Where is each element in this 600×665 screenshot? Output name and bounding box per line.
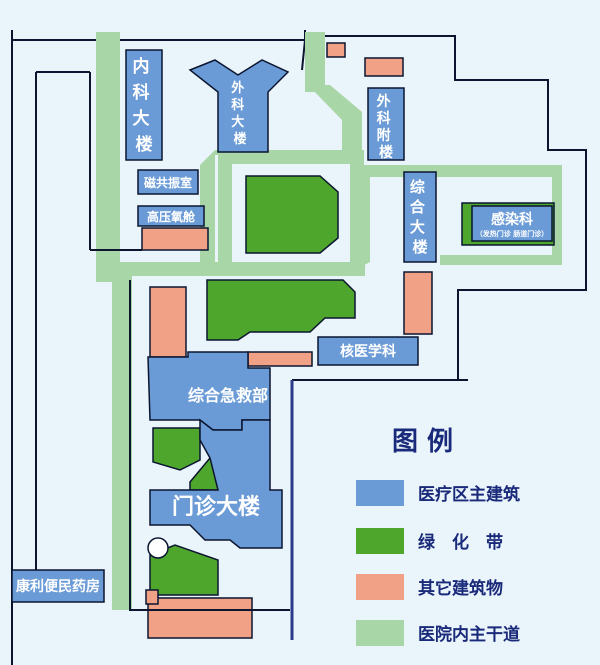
building-internal-medicine[interactable] [125,49,163,161]
label-surgery-annex-1: 科 [377,110,391,127]
green-south-central [206,279,356,341]
road-ring-bottom [120,262,365,276]
other-south-tiny [145,589,159,605]
label-outpatient: 门诊大楼 [172,494,260,520]
other-east-tall [403,271,433,335]
label-internal-medicine-1: 科 [133,82,150,103]
building-general[interactable] [403,171,437,263]
building-outpatient[interactable] [149,418,283,549]
label-pharmacy: 康利便民药房 [16,578,100,595]
legend-label-green: 绿 化 带 [418,532,503,553]
label-internal-medicine-2: 大 [133,108,150,129]
green-central [245,175,339,254]
legend: 图 例 医疗区主建筑 绿 化 带 其它建筑物 医院内主干道 [356,427,520,646]
building-hyperbaric-oxygen[interactable] [137,205,205,227]
label-infection-sub: （发热门诊 肠道门诊） [476,229,548,238]
other-nuclear-bar [247,351,313,367]
road-east-horizontal [362,165,562,177]
fountain-circle [147,537,169,559]
other-top-1 [326,42,346,58]
label-surgery-0: 外 [230,80,244,96]
other-top-2 [364,57,404,77]
road-west-lower [112,268,132,610]
label-internal-medicine: 内 科 大 楼 [133,56,156,155]
road-east-lower [440,255,562,265]
interior-lines [90,249,468,640]
label-general-0: 综 [410,178,425,196]
label-magnetic-resonance: 磁共振室 [143,175,192,190]
label-infection: 感染科 [491,211,533,228]
road-east-right [552,170,562,265]
label-surgery-3: 楼 [233,131,246,147]
label-internal-medicine-0: 内 [133,56,150,77]
legend-title: 图 例 [392,427,453,457]
road-diagonal-mid [308,85,362,160]
label-emergency: 综合急救部 [188,386,268,405]
label-surgery-2: 大 [231,114,244,130]
road-west-vertical [96,32,120,282]
label-general-3: 楼 [412,238,427,256]
label-surgery-annex-0: 外 [377,93,391,110]
label-surgery-annex-3: 楼 [379,144,393,161]
building-pharmacy[interactable] [11,569,105,603]
legend-label-other: 其它建筑物 [418,578,503,599]
legend-label-medical: 医疗区主建筑 [418,484,520,505]
label-surgery-annex: 外 科 附 楼 [377,93,396,161]
medical-buildings [125,49,553,549]
legend-swatch-green [356,528,404,554]
other-south-1 [147,597,253,639]
label-surgery-1: 科 [231,97,244,113]
legend-label-road: 医院内主干道 [418,624,520,645]
road-ring-right [350,150,364,262]
legend-swatch-medical [356,480,404,506]
label-general-1: 合 [409,198,426,216]
label-surgery-annex-2: 附 [377,127,391,144]
label-hyperbaric-oxygen: 高压氧舱 [147,209,196,224]
building-nuclear-medicine[interactable] [317,336,419,366]
road-ring-left [218,150,232,262]
building-surgery-annex[interactable] [367,87,405,161]
building-surgery[interactable] [188,59,290,153]
other-emergency-west [149,286,187,358]
label-internal-medicine-3: 楼 [136,134,153,155]
other-buildings [141,42,433,639]
road-ring-top [218,150,358,164]
legend-swatch-other [356,574,404,600]
green-west-3 [149,544,219,596]
legend-swatch-road [356,620,404,646]
building-magnetic-resonance[interactable] [137,169,199,195]
other-hyperbaric-annex [141,227,209,251]
building-labels: 内 科 大 楼 外 科 大 楼 外 科 附 楼 磁共振室 高压氧舱 综 合 大 … [16,56,548,595]
label-surgery: 外 科 大 楼 [230,80,249,147]
road-diagonal-top [305,32,325,92]
building-infection[interactable] [471,205,553,242]
green-west-1 [152,427,201,471]
label-general: 综 合 大 楼 [409,178,430,256]
label-general-2: 大 [410,218,425,236]
label-nuclear-medicine: 核医学科 [340,343,396,360]
